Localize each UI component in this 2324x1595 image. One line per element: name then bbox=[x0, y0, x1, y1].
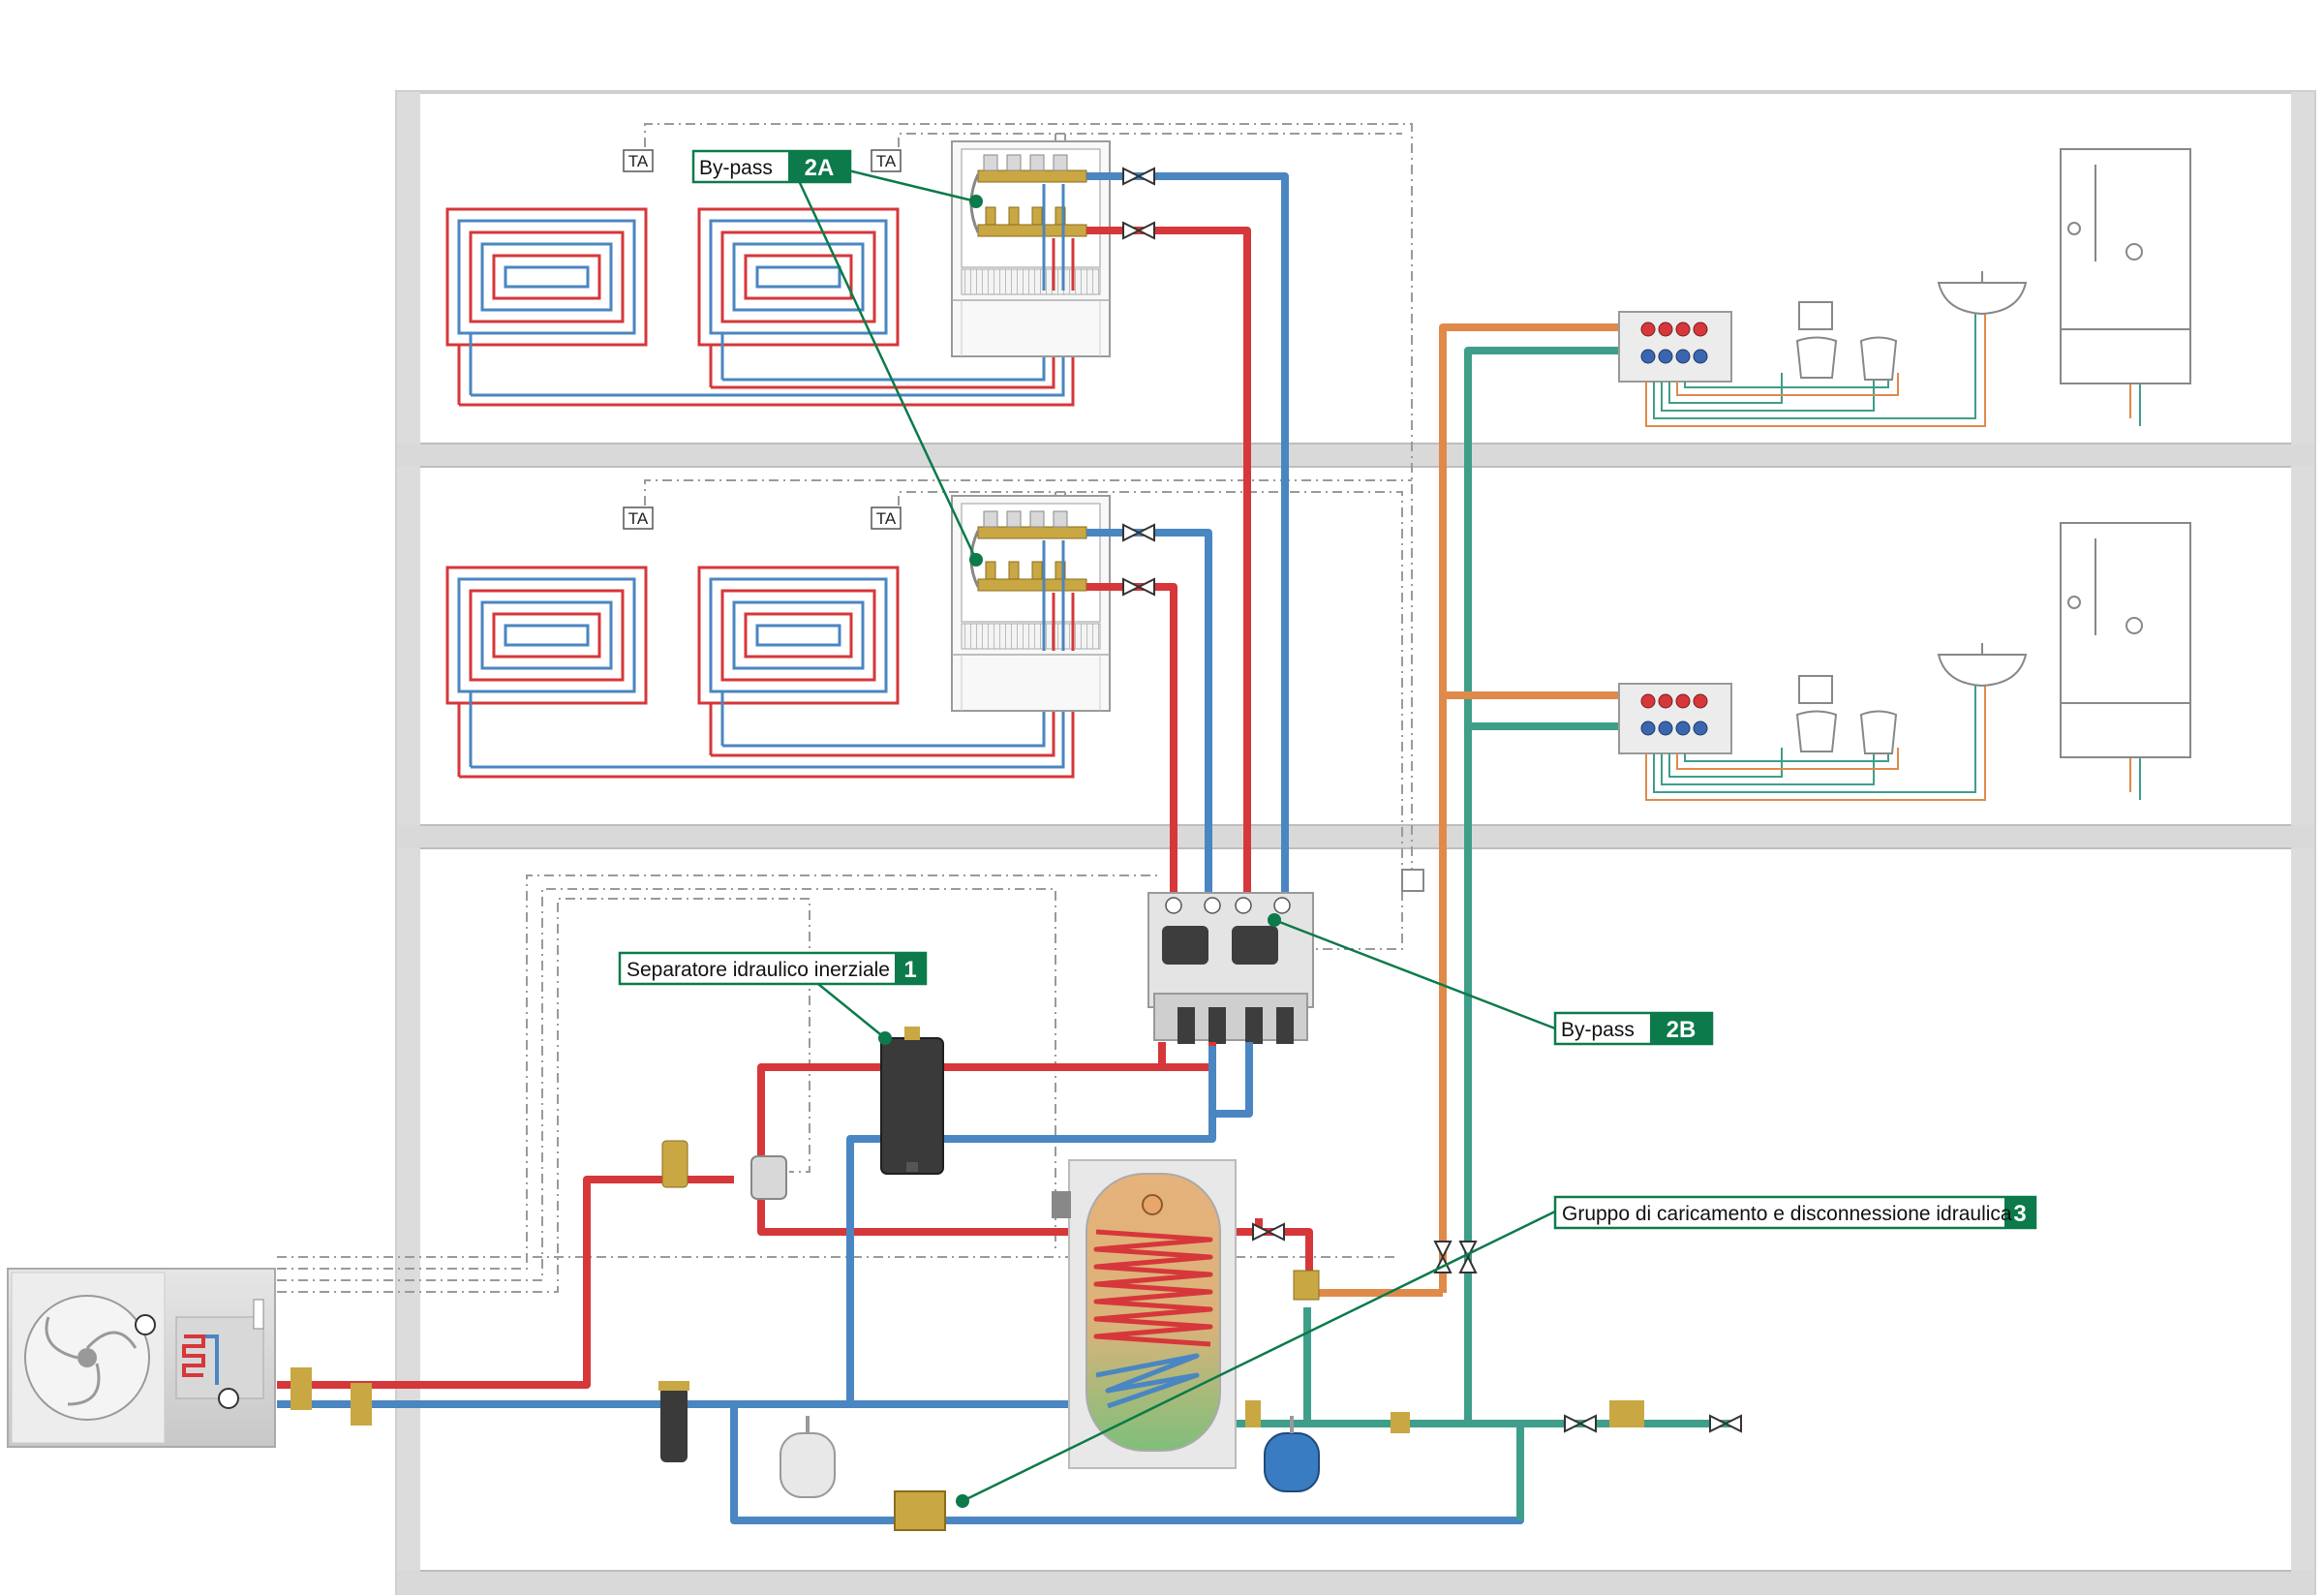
bathroom-middle bbox=[1618, 522, 2191, 801]
control-box bbox=[1401, 869, 1424, 892]
bidet-icon bbox=[1859, 710, 1898, 754]
callout-fill-group: Gruppo di caricamento e disconnessione i… bbox=[1553, 1195, 2037, 1230]
svg-text:TA: TA bbox=[876, 152, 897, 170]
manifold-cabinet-upper bbox=[951, 140, 1111, 357]
svg-text:TA: TA bbox=[628, 509, 649, 528]
toilet-icon bbox=[1795, 301, 1838, 379]
thermostat-upper-right: TA bbox=[871, 149, 902, 172]
callout-bypass-2a-text: By-pass bbox=[699, 157, 773, 179]
svg-text:TA: TA bbox=[628, 152, 649, 170]
callout-leaders bbox=[792, 169, 1558, 1503]
radiant-floor-coil-upper-right bbox=[697, 207, 1055, 389]
svg-text:TA: TA bbox=[876, 509, 897, 528]
dhw-storage-tank bbox=[1068, 1159, 1237, 1469]
shower-icon bbox=[2060, 148, 2191, 384]
callout-separator: Separatore idraulico inerziale 1 bbox=[618, 951, 928, 986]
pump-group bbox=[1147, 892, 1314, 1044]
hot-water-riser bbox=[1439, 323, 1623, 1293]
callout-fill-group-text: Gruppo di caricamento e disconnessione i… bbox=[1562, 1203, 2012, 1225]
dhw-manifold-upper bbox=[1618, 311, 1732, 383]
middle-floor-slab bbox=[397, 825, 2314, 848]
valves bbox=[290, 1140, 1742, 1531]
heating-risers bbox=[1086, 172, 1289, 905]
thermostat-middle-right: TA bbox=[871, 506, 902, 530]
hot-supply-main bbox=[277, 1176, 734, 1389]
dhw-risers bbox=[1439, 323, 1623, 1424]
bidet-icon bbox=[1859, 336, 1898, 381]
callout-bypass-2b-text: By-pass bbox=[1561, 1019, 1635, 1041]
callout-fill-group-number: 3 bbox=[2013, 1201, 2026, 1227]
thermostat-upper-left: TA bbox=[623, 149, 654, 172]
cold-water-riser bbox=[1464, 347, 1623, 1424]
dirt-separator bbox=[658, 1381, 689, 1462]
inertial-separator bbox=[880, 1027, 944, 1175]
callout-bypass-2b: By-pass 2B bbox=[1553, 1011, 1714, 1046]
upper-floor-slab bbox=[397, 444, 2314, 467]
callout-separator-text: Separatore idraulico inerziale bbox=[627, 959, 890, 981]
callout-separator-number: 1 bbox=[903, 957, 916, 983]
washbasin-icon bbox=[1937, 271, 2028, 316]
washbasin-icon bbox=[1937, 643, 2028, 688]
manifold-cabinet-middle bbox=[951, 495, 1111, 712]
expansion-tank-dhw bbox=[1264, 1416, 1320, 1492]
expansion-tank-heating bbox=[780, 1416, 836, 1498]
bathroom-upper bbox=[1618, 148, 2191, 427]
toilet-icon bbox=[1795, 675, 1838, 752]
hot-riser-middle bbox=[1086, 583, 1177, 905]
building-structure bbox=[395, 90, 2316, 1595]
dhw-manifold-middle bbox=[1618, 683, 1732, 754]
callout-dots bbox=[878, 195, 1281, 1508]
ball-valves-risers bbox=[1122, 167, 1155, 597]
shower-icon bbox=[2060, 522, 2191, 758]
callout-bypass-2a-number: 2A bbox=[805, 155, 835, 181]
thermostat-middle-left: TA bbox=[623, 506, 654, 530]
callout-bypass-2b-number: 2B bbox=[1667, 1017, 1697, 1043]
heat-pump-unit bbox=[7, 1268, 276, 1448]
ground-floor-slab bbox=[397, 1571, 2314, 1595]
callout-bypass-2a: By-pass 2A bbox=[691, 149, 852, 184]
cold-riser-upper bbox=[1086, 172, 1289, 905]
